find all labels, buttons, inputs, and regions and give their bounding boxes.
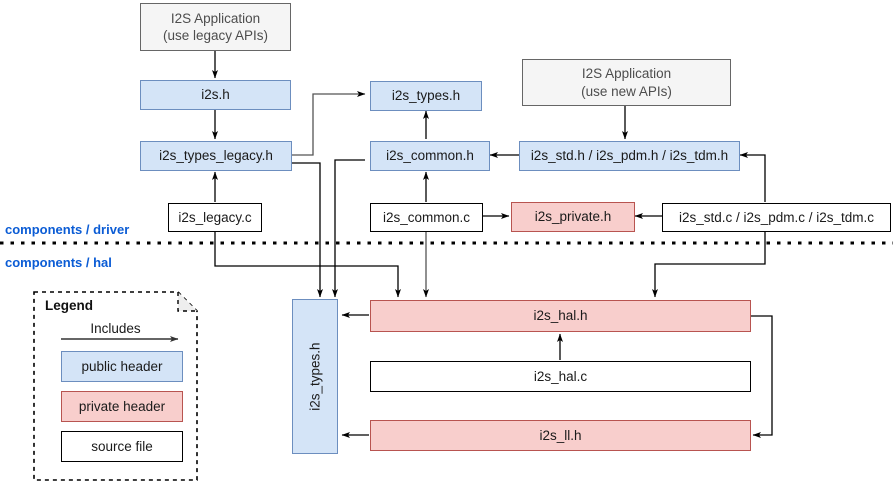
node-i2s-types-h-top-label: i2s_types.h [391,88,461,104]
node-i2s-hal-c-label: i2s_hal.c [533,368,588,384]
node-i2s-h-label: i2s.h [201,87,230,103]
node-i2s-ll-h-label: i2s_ll.h [539,427,582,443]
node-i2s-hal-h-label: i2s_hal.h [533,308,588,324]
node-i2s-private-h-label: i2s_private.h [534,209,612,225]
node-i2s-hal-h[interactable]: i2s_hal.h [370,300,751,332]
node-i2s-std-pdm-tdm-h[interactable]: i2s_std.h / i2s_pdm.h / i2s_tdm.h [519,141,740,171]
node-i2s-h[interactable]: i2s.h [140,80,291,110]
wire-typeslegacy-types [292,90,366,156]
node-i2s-types-h-hal-label: i2s_types.h [307,342,323,411]
legend-item-source-file-label: source file [91,439,153,454]
node-i2s-common-h[interactable]: i2s_common.h [370,141,490,171]
node-i2s-std-pdm-tdm-c[interactable]: i2s_std.c / i2s_pdm.c / i2s_tdm.c [662,203,891,232]
node-i2s-legacy-c-label: i2s_legacy.c [178,209,252,225]
legend-includes-label: Includes [90,321,141,336]
node-i2s-common-c-label: i2s_common.c [382,209,471,225]
wire-stdc-halh [652,231,766,298]
wire-typeslegacy-typeshal [292,162,324,298]
node-i2s-std-pdm-tdm-c-label: i2s_std.c / i2s_pdm.c / i2s_tdm.c [678,209,875,225]
legend-item-private-header: private header [61,391,183,422]
node-i2s-application-new[interactable]: I2S Application (use new APIs) [522,59,731,106]
legend-item-source-file: source file [61,431,183,462]
app-new-line1: I2S Application [581,66,672,82]
legend: Legend Includes public header private he… [33,291,198,481]
node-i2s-hal-c[interactable]: i2s_hal.c [370,361,751,392]
wire-halh-llh [751,315,773,439]
node-i2s-ll-h[interactable]: i2s_ll.h [370,420,751,451]
wire-typestop-typeshal [332,159,365,298]
node-i2s-types-legacy-h-label: i2s_types_legacy.h [159,148,273,164]
divider-label-components-driver: components / driver [5,222,130,237]
app-legacy-line2: (use legacy APIs) [162,28,269,43]
legend-item-private-header-label: private header [78,399,166,414]
node-i2s-common-c[interactable]: i2s_common.c [370,203,483,232]
app-new-line2: (use new APIs) [581,83,672,99]
wire-legacyc-halh [214,231,402,298]
divider-label-components-hal: components / hal [5,255,112,270]
node-i2s-application-legacy[interactable]: I2S Application (use legacy APIs) [140,3,291,51]
app-legacy-line1: I2S Application [170,10,261,26]
node-i2s-common-h-label: i2s_common.h [386,148,474,164]
node-i2s-types-h-hal[interactable]: i2s_types.h [292,299,338,454]
node-i2s-types-legacy-h[interactable]: i2s_types_legacy.h [140,141,292,171]
legend-item-public-header-label: public header [81,359,163,374]
node-i2s-legacy-c[interactable]: i2s_legacy.c [168,203,262,232]
node-i2s-std-pdm-tdm-h-label: i2s_std.h / i2s_pdm.h / i2s_tdm.h [530,148,729,164]
legend-title: Legend [45,298,94,313]
legend-item-public-header: public header [61,351,183,382]
node-i2s-private-h[interactable]: i2s_private.h [511,202,635,232]
node-i2s-types-h-top[interactable]: i2s_types.h [370,81,482,111]
wire-stdc-stdh [739,152,766,202]
